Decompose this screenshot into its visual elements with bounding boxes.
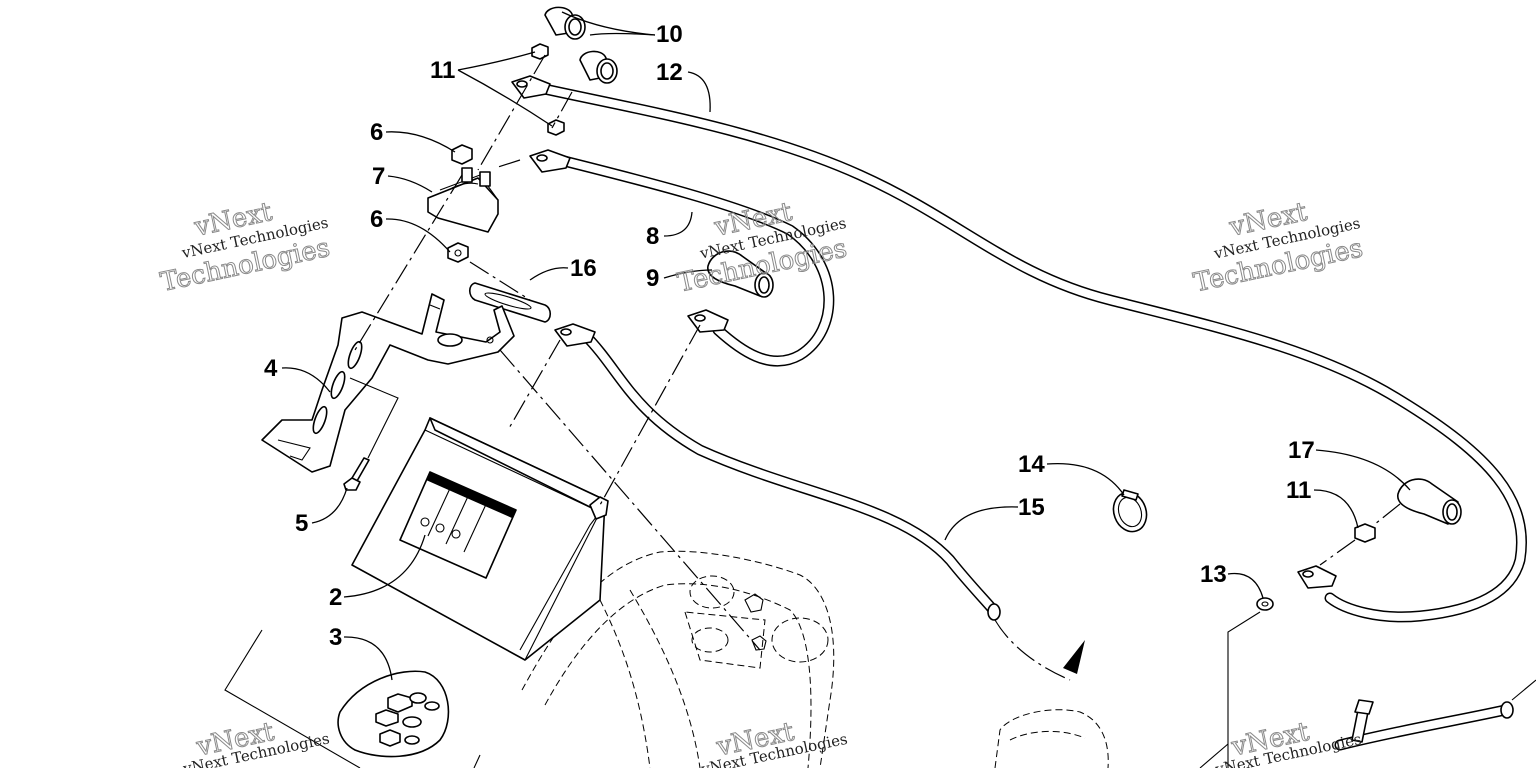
direction-arrow-icon: [1063, 640, 1085, 674]
callout-10: 10: [656, 21, 683, 48]
callout-14: 14: [1018, 451, 1045, 478]
bolt-5: [343, 457, 370, 491]
nut-11: [531, 43, 565, 136]
callout-labels: 10 11 12 6 7 6 8 9 16 4 5 2 3 14 15 17 1…: [264, 21, 1315, 651]
ground-leader-line: [1227, 611, 1261, 768]
nut-6: [447, 144, 473, 263]
callout-15: 15: [1018, 494, 1045, 521]
washer-13: [1256, 597, 1274, 611]
callout-6: 6: [370, 119, 383, 146]
bracket-4: [261, 293, 515, 473]
callout-12: 12: [656, 59, 683, 86]
callout-3: 3: [329, 624, 342, 651]
cable-17-lower: [1199, 565, 1536, 768]
callout-17: 17: [1288, 437, 1315, 464]
callout-11-right: 11: [1286, 477, 1311, 504]
watermark-left: vNext vNext Technologies Technologies: [157, 197, 333, 299]
assembly-lines: [349, 54, 1401, 651]
callout-9: 9: [646, 265, 659, 292]
clamp-14: [1112, 489, 1148, 533]
watermark-bottom-center: vNext vNext Technologies: [699, 716, 849, 768]
callout-5: 5: [295, 510, 308, 537]
callout-2: 2: [329, 584, 342, 611]
terminal-boot-10: [544, 6, 618, 84]
frame-leader-line: [224, 629, 361, 768]
callout-11: 11: [430, 57, 455, 84]
watermark-bottom-left: vNext vNext Technologies: [181, 716, 331, 768]
cable-8: [529, 149, 835, 367]
hardware-kit-3: [337, 670, 450, 758]
callout-16: 16: [570, 255, 597, 282]
callout-7: 7: [372, 163, 385, 190]
callout-8: 8: [646, 223, 659, 250]
callout-leaders: [281, 11, 1411, 681]
watermark-bottom-right: vNext vNext Technologies: [1213, 716, 1363, 768]
strap-16: [468, 282, 552, 323]
nut-11-right: [1354, 523, 1376, 543]
terminal-boot-9: [707, 250, 774, 298]
watermark-right: vNext vNext Technologies Technologies: [1190, 197, 1366, 299]
cable-15: [554, 323, 1085, 681]
solenoid-7: [427, 167, 499, 233]
callout-6-lower: 6: [370, 206, 383, 233]
callout-13: 13: [1200, 561, 1227, 588]
cable-12: [511, 75, 1527, 623]
callout-4: 4: [264, 355, 278, 382]
battery-2: [351, 417, 609, 661]
terminal-boot-17: [1397, 478, 1462, 525]
frame-leader-line-2: [473, 754, 481, 768]
